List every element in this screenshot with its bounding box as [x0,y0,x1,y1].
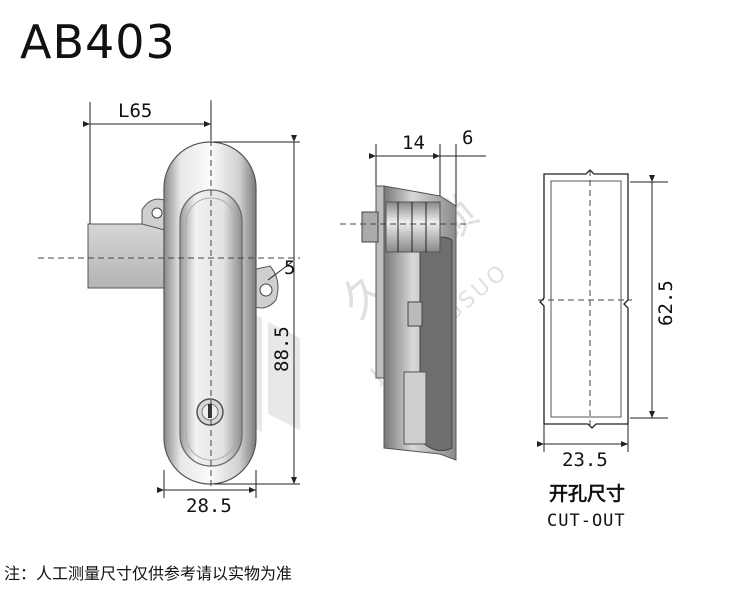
cutout-caption-chinese: 开孔尺寸 [549,482,625,505]
front-view: L65 88.5 5 28.5 [38,100,300,517]
side-cylinder [385,201,441,253]
disclaimer-footnote: 注：人工测量尺寸仅供参考请以实物为准 [4,564,293,583]
model-title: AB403 [20,15,176,69]
cutout-outline [539,169,629,429]
side-bolt [407,301,423,327]
side-view: 14 6 [340,127,486,461]
dim-side-depth-label: 14 [402,132,425,154]
dim-height-label: 88.5 [271,326,293,372]
front-right-ear-hole [259,283,273,297]
cutout-inner [550,180,622,418]
cutout-view: 62.5 23.5 开孔尺寸 CUT-OUT [537,169,677,531]
dim-length-label: L65 [118,100,152,122]
dim-cutout-height-label: 62.5 [655,280,677,326]
dim-side-plate-label: 6 [462,127,473,149]
front-top-ear-hole [151,207,163,219]
dim-hole-label: 5 [284,257,295,279]
cutout-caption-english: CUT-OUT [547,511,626,531]
front-cam-bar [87,223,169,289]
keyhole-slot [208,404,212,418]
side-cam [403,371,427,445]
dim-width-label: 28.5 [186,495,232,517]
dim-cutout-width-label: 23.5 [562,449,608,471]
side-nut [361,211,379,243]
